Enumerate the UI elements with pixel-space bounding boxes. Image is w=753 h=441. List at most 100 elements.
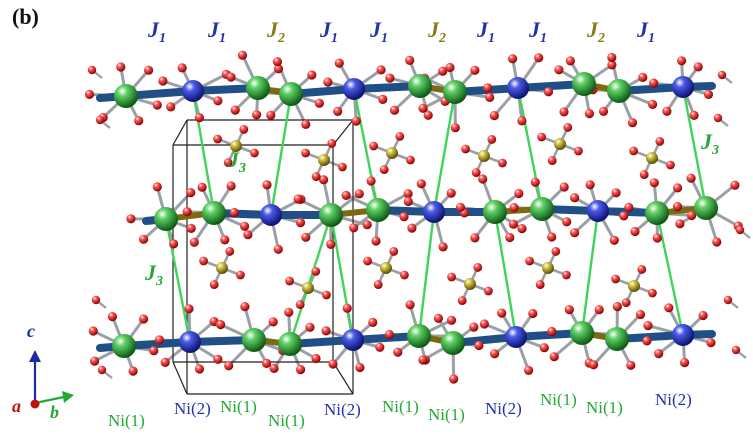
oxygen-atom — [479, 319, 489, 329]
ni2-atom — [672, 76, 694, 98]
oxygen-atom — [612, 302, 623, 312]
oxygen-atom — [311, 353, 321, 364]
oxygen-atom — [268, 317, 278, 327]
oxygen-atom — [240, 221, 250, 231]
oxygen-atom — [619, 211, 629, 221]
j1-label: J1 — [528, 17, 547, 46]
oxygen-atom — [487, 135, 497, 144]
j3-label: J3 — [700, 129, 719, 158]
oxygen-atom — [237, 50, 248, 60]
oxygen-atom — [152, 100, 162, 110]
ni1-atom — [443, 80, 467, 104]
oxygen-atom — [327, 139, 337, 148]
oxygen-atom — [351, 116, 361, 126]
oxygen-atom — [307, 70, 317, 80]
oxygen-atom — [328, 359, 338, 369]
oxygen-atom — [611, 274, 620, 284]
j3-link — [516, 87, 544, 210]
oxygen-atom — [629, 146, 638, 156]
oxygen-atom — [375, 342, 385, 352]
oxygen-atom — [686, 173, 696, 183]
oxygen-atom — [585, 180, 595, 190]
j3-link — [493, 211, 518, 338]
oxygen-atom — [643, 321, 653, 331]
ni2-label: Ni(2) — [324, 400, 361, 419]
oxygen-atom — [537, 132, 546, 142]
oxygen-atom — [84, 89, 95, 99]
phosphorus-atom — [380, 262, 392, 274]
panel-label: (b) — [12, 4, 39, 29]
ni1-atom — [645, 201, 669, 225]
phosphorus-atom — [542, 262, 554, 274]
oxygen-atom — [706, 338, 716, 348]
oxygen-atom — [547, 232, 557, 242]
oxygen-atom — [154, 335, 164, 345]
oxygen-atom — [355, 362, 365, 373]
oxygen-atom — [484, 286, 493, 296]
oxygen-atom — [301, 232, 311, 242]
ni2-atom — [343, 78, 365, 100]
oxygen-atom — [574, 146, 583, 156]
oxygen-atom — [403, 189, 413, 199]
unit-cell-edge — [332, 119, 354, 146]
oxygen-atom — [598, 106, 609, 116]
j3-link — [655, 212, 685, 336]
oxygen-atom — [266, 110, 276, 120]
oxygen-atom — [637, 265, 647, 274]
oxygen-atom — [366, 176, 376, 186]
oxygen-atom — [565, 56, 576, 66]
oxygen-atom — [517, 224, 527, 234]
ni1-atom — [572, 72, 596, 96]
oxygen-atom — [589, 360, 599, 370]
oxygen-atom — [514, 188, 524, 199]
j3-link — [288, 214, 333, 345]
a-axis-label: a — [12, 396, 21, 416]
ni2-label: Ni(2) — [174, 399, 211, 418]
oxygen-atom — [250, 148, 259, 158]
oxygen-atom — [311, 267, 321, 276]
oxygen-atom — [184, 304, 194, 314]
oxygen-atom — [213, 96, 223, 106]
oxygen-atom — [584, 109, 595, 119]
b-axis-line — [34, 395, 65, 405]
oxygen-atom — [648, 99, 658, 109]
oxygen-atom — [301, 148, 310, 158]
oxygen-atom — [272, 57, 282, 67]
oxygen-atom — [438, 66, 448, 76]
oxygen-atom — [433, 313, 443, 323]
j1-label: J1 — [207, 17, 226, 46]
j3-links — [164, 86, 708, 345]
oxygen-atom — [393, 347, 403, 357]
oxygen-atom — [562, 217, 572, 227]
oxygen-atom — [535, 280, 545, 289]
oxygen-atom — [362, 220, 372, 230]
ni1-atom — [246, 76, 270, 100]
oxygen-atom — [177, 63, 187, 73]
oxygen-atom — [368, 317, 378, 327]
oxygen-atom — [570, 193, 580, 203]
ni1-atom — [694, 196, 718, 220]
phosphorus-atom — [464, 278, 476, 290]
j2-label: J2 — [427, 17, 446, 46]
oxygen-atom — [90, 356, 100, 366]
unit-cell-edge — [332, 361, 354, 395]
oxygen-atom — [209, 280, 219, 289]
oxygen-atom — [223, 158, 233, 167]
ni1-label: Ni(1) — [382, 397, 419, 416]
oxygen-atom — [405, 300, 415, 310]
oxygen-atom — [534, 53, 544, 63]
oxygen-atom — [224, 361, 234, 371]
oxygen-atom — [438, 242, 448, 252]
oxygen-atom — [505, 232, 515, 243]
c-axis-arrow — [29, 350, 41, 362]
oxygen-atom — [559, 182, 569, 192]
oxygen-atom — [447, 272, 456, 282]
oxygen-atom — [194, 364, 205, 374]
oxygen-atom — [649, 78, 659, 88]
j3-link — [329, 214, 355, 341]
oxygen-atom — [342, 303, 352, 313]
oxygen-atom — [470, 233, 480, 243]
oxygen-atom — [446, 188, 456, 198]
oxygen-atom — [378, 94, 388, 104]
